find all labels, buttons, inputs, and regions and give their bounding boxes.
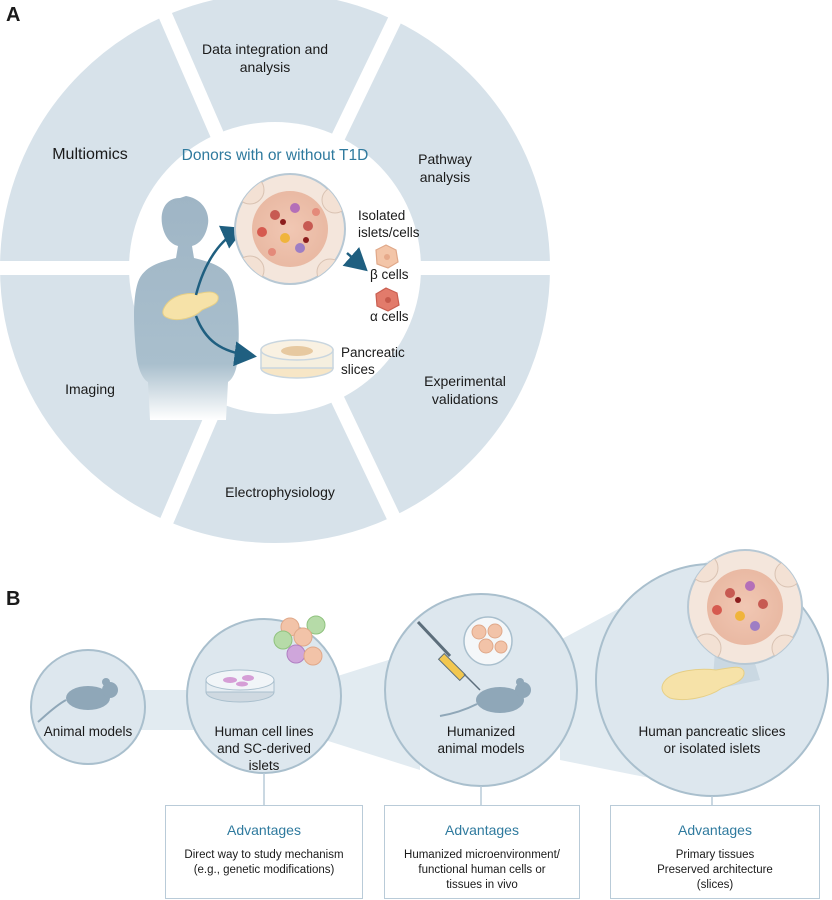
beta-cell-nucleus	[384, 254, 390, 260]
arrow-to-cells	[342, 247, 368, 272]
advantages-title: Advantages	[445, 822, 519, 838]
label-isolated: Isolated islets/cells	[358, 208, 420, 240]
segment-experimental: Experimental validations	[424, 373, 506, 407]
advantages-title: Advantages	[678, 822, 752, 838]
segment-multiomics: Multiomics	[52, 146, 128, 163]
panel-a-letter: A	[6, 4, 21, 26]
label-alpha-cells: α cells	[370, 309, 409, 324]
pancreas-icon	[162, 291, 219, 321]
segment-imaging: Imaging	[65, 381, 115, 397]
cells-inset-icon	[463, 616, 513, 666]
advantages-box: Advantages Humanized microenvironment/ f…	[384, 805, 580, 899]
label-human-cell-lines: Human cell lines and SC-derived islets	[214, 724, 314, 773]
label-beta-cells: β cells	[370, 267, 409, 282]
segment-data-integration: Data integration and analysis	[201, 41, 329, 75]
islet-micrograph-b	[687, 549, 803, 665]
label-pancreatic: Human pancreatic slices or isolated isle…	[638, 724, 786, 756]
alpha-cell-nucleus	[385, 297, 391, 303]
label-slices: Pancreatic slices	[341, 345, 405, 377]
label-animal-models: Animal models	[43, 724, 133, 739]
cell-culture-dish-icon	[205, 615, 326, 703]
advantages-box: Advantages Direct way to study mechanism…	[165, 805, 363, 899]
panel-b-letter: B	[6, 588, 21, 610]
mouse-icon	[37, 678, 118, 723]
arrow-to-slices	[194, 315, 257, 367]
advantages-text: Direct way to study mechanism (e.g., gen…	[184, 849, 344, 876]
advantages-text: Primary tissues Preserved architecture (…	[657, 849, 773, 891]
advantages-box: Advantages Primary tissues Preserved arc…	[610, 805, 820, 899]
pancreas-b-icon	[661, 666, 745, 701]
segment-electrophysiology: Electrophysiology	[225, 484, 335, 500]
center-title: Donors with or without T1D	[181, 147, 369, 164]
label-humanized: Humanized animal models	[437, 724, 525, 756]
humanized-mouse-icon	[439, 678, 531, 717]
advantages-title: Advantages	[227, 822, 301, 838]
petri-dish-icon	[260, 339, 334, 379]
syringe-icon	[416, 620, 481, 691]
segment-pathway: Pathway analysis	[418, 151, 472, 185]
advantages-text: Humanized microenvironment/ functional h…	[404, 849, 560, 891]
